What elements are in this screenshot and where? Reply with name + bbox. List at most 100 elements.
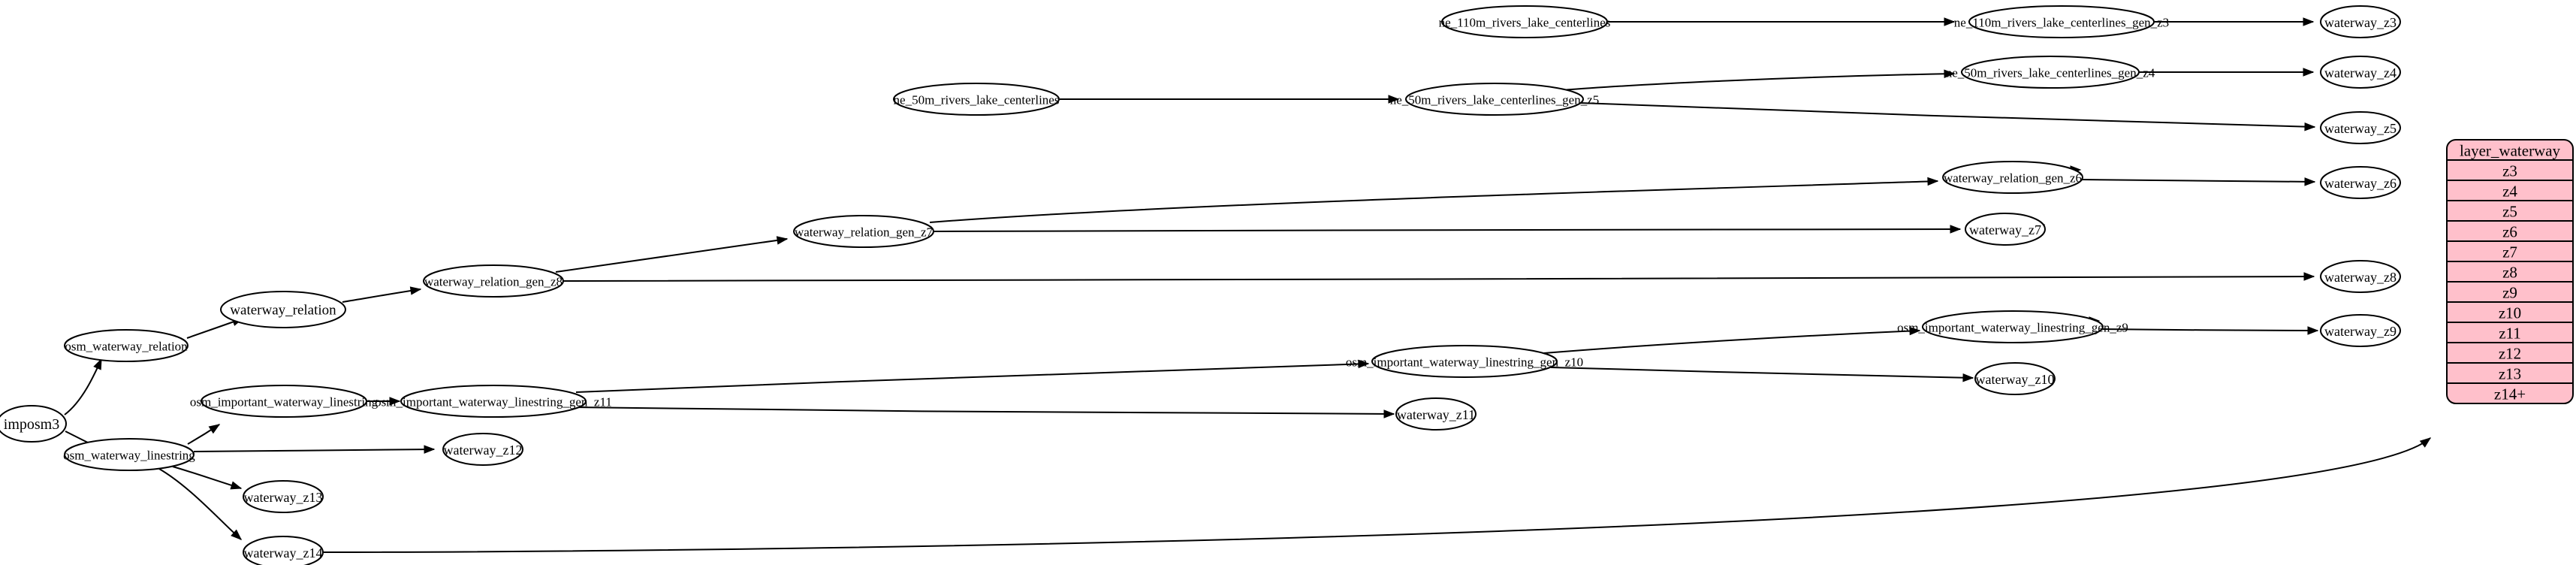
node-waterway_z3[interactable]: waterway_z3 bbox=[2320, 5, 2401, 38]
row-label: z13 bbox=[2499, 365, 2521, 383]
node-waterway_z10[interactable]: waterway_z10 bbox=[1974, 362, 2056, 395]
arrowhead-icon bbox=[2304, 122, 2316, 131]
row-label: z11 bbox=[2499, 325, 2521, 343]
node-label: waterway_z6 bbox=[2324, 176, 2397, 191]
arrowhead-icon bbox=[2303, 68, 2315, 77]
table-row-z11[interactable]: z11 bbox=[2447, 322, 2573, 343]
table-row-z7[interactable]: z7 bbox=[2447, 240, 2573, 261]
arrowhead-icon bbox=[231, 529, 243, 540]
table-row-z9[interactable]: z9 bbox=[2447, 281, 2573, 302]
node-ne_110m_rivers_lake_centerlines[interactable]: ne_110m_rivers_lake_centerlines bbox=[1439, 5, 1611, 38]
row-label: z8 bbox=[2502, 264, 2517, 282]
node-label: ne_110m_rivers_lake_centerlines bbox=[1439, 16, 1611, 30]
node-waterway_z11[interactable]: waterway_z11 bbox=[1395, 397, 1477, 431]
table-body bbox=[2446, 139, 2574, 404]
edge-waterway_relation_gen_z8-to-waterway_z8 bbox=[563, 276, 2315, 282]
node-ellipse bbox=[1371, 345, 1558, 378]
node-label: osm_important_waterway_linestring_gen_z1… bbox=[1346, 355, 1583, 370]
node-imposm3[interactable]: imposm3 bbox=[0, 405, 67, 443]
node-waterway_relation[interactable]: waterway_relation bbox=[220, 291, 346, 328]
row-label: z7 bbox=[2502, 243, 2517, 261]
table-row-z3[interactable]: z3 bbox=[2447, 159, 2573, 180]
table-row-z6[interactable]: z6 bbox=[2447, 220, 2573, 241]
node-waterway_z12[interactable]: waterway_z12 bbox=[442, 433, 523, 466]
node-waterway_z8[interactable]: waterway_z8 bbox=[2320, 260, 2401, 293]
node-ellipse bbox=[423, 264, 564, 298]
arrowhead-icon bbox=[409, 286, 422, 295]
node-label: waterway_z11 bbox=[1397, 407, 1475, 422]
node-label: waterway_relation_gen_z7 bbox=[795, 225, 934, 240]
node-ellipse bbox=[201, 385, 367, 418]
table-row-z10[interactable]: z10 bbox=[2447, 301, 2573, 322]
edge-waterway_relation_gen_z7-to-waterway_z7 bbox=[933, 228, 1961, 232]
node-waterway_z7[interactable]: waterway_z7 bbox=[1965, 213, 2046, 246]
node-osm_important_waterway_linestring_gen_z11[interactable]: osm_important_waterway_linestring_gen_z1… bbox=[375, 385, 612, 418]
edge-waterway_relation_gen_z7-to-waterway_relation_gen_z6 bbox=[929, 180, 1938, 223]
node-ellipse bbox=[2320, 314, 2401, 347]
arrowhead-icon bbox=[2307, 326, 2319, 335]
node-label: ne_50m_rivers_lake_centerlines_gen_z5 bbox=[1390, 93, 1600, 107]
node-waterway_z14[interactable]: waterway_z14 bbox=[243, 536, 324, 565]
row-label: z14+ bbox=[2494, 385, 2526, 403]
node-waterway_z4[interactable]: waterway_z4 bbox=[2320, 56, 2401, 89]
arrowhead-icon bbox=[1909, 326, 1921, 336]
node-waterway_relation_gen_z8[interactable]: waterway_relation_gen_z8 bbox=[423, 264, 564, 298]
node-osm_waterway_linestring[interactable]: osm_waterway_linestring bbox=[63, 438, 195, 471]
node-label: waterway_relation_gen_z8 bbox=[424, 275, 563, 289]
row-label: z9 bbox=[2502, 284, 2517, 302]
node-waterway_z5[interactable]: waterway_z5 bbox=[2320, 111, 2401, 144]
node-label: ne_110m_rivers_lake_centerlines_gen_z3 bbox=[1954, 16, 2169, 30]
node-waterway_z9[interactable]: waterway_z9 bbox=[2320, 314, 2401, 347]
node-ellipse bbox=[893, 83, 1060, 116]
node-ne_50m_rivers_lake_centerlines_gen_z4[interactable]: ne_50m_rivers_lake_centerlines_gen_z4 bbox=[1946, 56, 2155, 89]
edge-waterway_relation-to-waterway_relation_gen_z8 bbox=[342, 289, 421, 303]
node-osm_important_waterway_linestring_gen_z10[interactable]: osm_important_waterway_linestring_gen_z1… bbox=[1346, 345, 1583, 378]
edge-ne_50m_rivers_lake_centerlines_gen_z5-to-ne_50m_rivers_lake_centerlines_gen_z4 bbox=[1561, 73, 1955, 91]
node-label: waterway_relation bbox=[230, 303, 336, 319]
node-waterway_relation_gen_z7[interactable]: waterway_relation_gen_z7 bbox=[793, 215, 934, 248]
table-row-z4[interactable]: z4 bbox=[2447, 180, 2573, 201]
node-ne_50m_rivers_lake_centerlines_gen_z5[interactable]: ne_50m_rivers_lake_centerlines_gen_z5 bbox=[1390, 83, 1600, 116]
arrowhead-icon bbox=[1927, 177, 1939, 186]
edge-osm_waterway_linestring-to-waterway_z12 bbox=[193, 449, 435, 452]
arrowhead-icon bbox=[424, 445, 436, 454]
edge-osm_important_waterway_linestring_gen_z10-to-waterway_z10 bbox=[1550, 367, 1974, 379]
node-ellipse bbox=[1942, 161, 2083, 194]
table-row-z13[interactable]: z13 bbox=[2447, 362, 2573, 383]
arrowhead-icon bbox=[1388, 95, 1400, 104]
edges-layer bbox=[64, 17, 2432, 553]
row-label: z6 bbox=[2502, 223, 2517, 241]
node-waterway_z13[interactable]: waterway_z13 bbox=[243, 480, 324, 513]
node-ne_110m_rivers_lake_centerlines_gen_z3[interactable]: ne_110m_rivers_lake_centerlines_gen_z3 bbox=[1954, 5, 2169, 38]
node-ellipse bbox=[1974, 362, 2056, 395]
node-ellipse bbox=[1965, 213, 2046, 246]
node-ellipse bbox=[2320, 166, 2401, 199]
node-waterway_relation_gen_z6[interactable]: waterway_relation_gen_z6 bbox=[1942, 161, 2083, 194]
node-label: osm_waterway_linestring bbox=[63, 449, 195, 463]
table-row-z14+[interactable]: z14+ bbox=[2447, 382, 2573, 403]
node-osm_waterway_relation[interactable]: osm_waterway_relation bbox=[64, 329, 189, 362]
node-ellipse bbox=[0, 405, 67, 443]
edge-waterway_relation_gen_z6-to-waterway_z6 bbox=[2081, 179, 2315, 183]
node-label: waterway_z9 bbox=[2324, 324, 2397, 339]
node-ellipse bbox=[1922, 310, 2104, 343]
node-ellipse bbox=[1961, 56, 2140, 89]
table-row-z5[interactable]: z5 bbox=[2447, 200, 2573, 221]
node-ellipse bbox=[400, 385, 587, 418]
table-row-z12[interactable]: z12 bbox=[2447, 342, 2573, 363]
table-row-z8[interactable]: z8 bbox=[2447, 261, 2573, 282]
node-ellipse bbox=[243, 480, 324, 513]
node-osm_important_waterway_linestring_gen_z9[interactable]: osm_important_waterway_linestring_gen_z9 bbox=[1897, 310, 2128, 343]
arrowhead-icon bbox=[1962, 373, 1974, 382]
row-label: z3 bbox=[2502, 162, 2517, 180]
node-ne_50m_rivers_lake_centerlines[interactable]: ne_50m_rivers_lake_centerlines bbox=[893, 83, 1060, 116]
edge-osm_important_waterway_linestring_gen_z11-to-osm_important_waterway_linestring_gen_z10 bbox=[575, 363, 1369, 393]
node-label: ne_50m_rivers_lake_centerlines bbox=[894, 93, 1060, 107]
table-title: layer_waterway bbox=[2460, 142, 2561, 160]
node-waterway_z6[interactable]: waterway_z6 bbox=[2320, 166, 2401, 199]
node-osm_important_waterway_linestring[interactable]: osm_important_waterway_linestring bbox=[190, 385, 379, 418]
node-ellipse bbox=[64, 329, 189, 362]
node-label: waterway_z12 bbox=[444, 443, 523, 458]
node-label: imposm3 bbox=[4, 416, 59, 433]
